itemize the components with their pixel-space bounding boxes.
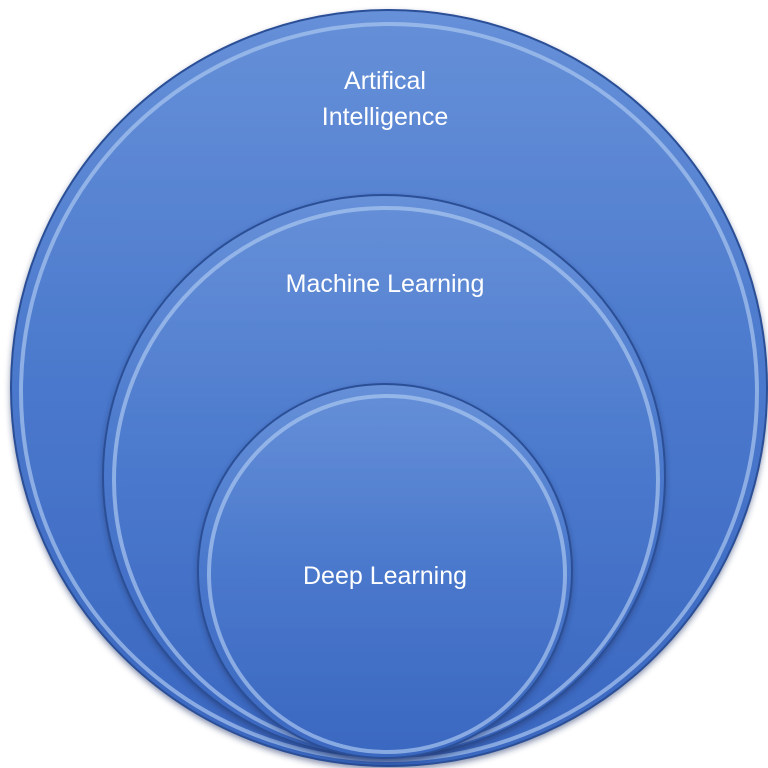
label-deep-learning: Deep Learning xyxy=(303,562,467,590)
label-machine-learning: Machine Learning xyxy=(286,270,485,298)
label-artificial-intelligence-line1: Artifical xyxy=(344,67,426,95)
label-artificial-intelligence-line2: Intelligence xyxy=(322,103,448,131)
circle-deep-learning xyxy=(197,383,573,759)
